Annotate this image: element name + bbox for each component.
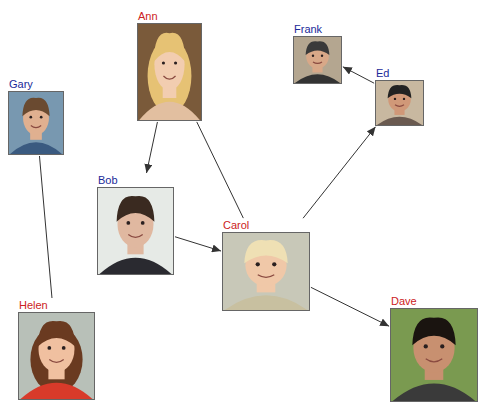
person-name: Dave bbox=[390, 295, 478, 307]
person-name: Gary bbox=[8, 78, 64, 90]
portrait bbox=[138, 24, 201, 120]
portrait bbox=[19, 313, 94, 399]
person-name: Ann bbox=[137, 10, 202, 22]
person-node: Bob bbox=[97, 174, 174, 275]
photo-frame bbox=[8, 91, 64, 155]
person-name: Frank bbox=[293, 23, 342, 35]
portrait bbox=[391, 309, 477, 401]
photo-frame bbox=[390, 308, 478, 402]
photo-frame bbox=[293, 36, 342, 84]
photo-frame bbox=[137, 23, 202, 121]
photo-frame bbox=[18, 312, 95, 400]
relation-line bbox=[147, 122, 158, 173]
person-name: Ed bbox=[375, 67, 424, 79]
portrait bbox=[376, 81, 423, 125]
relation-line bbox=[175, 237, 221, 251]
photo-frame bbox=[375, 80, 424, 126]
person-name: Helen bbox=[18, 299, 95, 311]
person-node: Dave bbox=[390, 295, 478, 402]
photo-frame bbox=[222, 232, 310, 311]
portrait bbox=[294, 37, 341, 83]
person-node: Ann bbox=[137, 10, 202, 121]
person-node: Carol bbox=[222, 219, 310, 311]
relation-line bbox=[311, 287, 389, 326]
person-name: Carol bbox=[222, 219, 310, 231]
relation-line bbox=[39, 156, 51, 298]
person-node: Helen bbox=[18, 299, 95, 400]
portrait bbox=[98, 188, 173, 274]
portrait bbox=[9, 92, 63, 154]
person-name: Bob bbox=[97, 174, 174, 186]
relation-line bbox=[303, 127, 375, 218]
relation-line bbox=[197, 122, 244, 218]
person-node: Ed bbox=[375, 67, 424, 126]
person-node: Frank bbox=[293, 23, 342, 84]
photo-frame bbox=[97, 187, 174, 275]
person-node: Gary bbox=[8, 78, 64, 155]
relation-line bbox=[343, 67, 374, 83]
portrait bbox=[223, 233, 309, 310]
